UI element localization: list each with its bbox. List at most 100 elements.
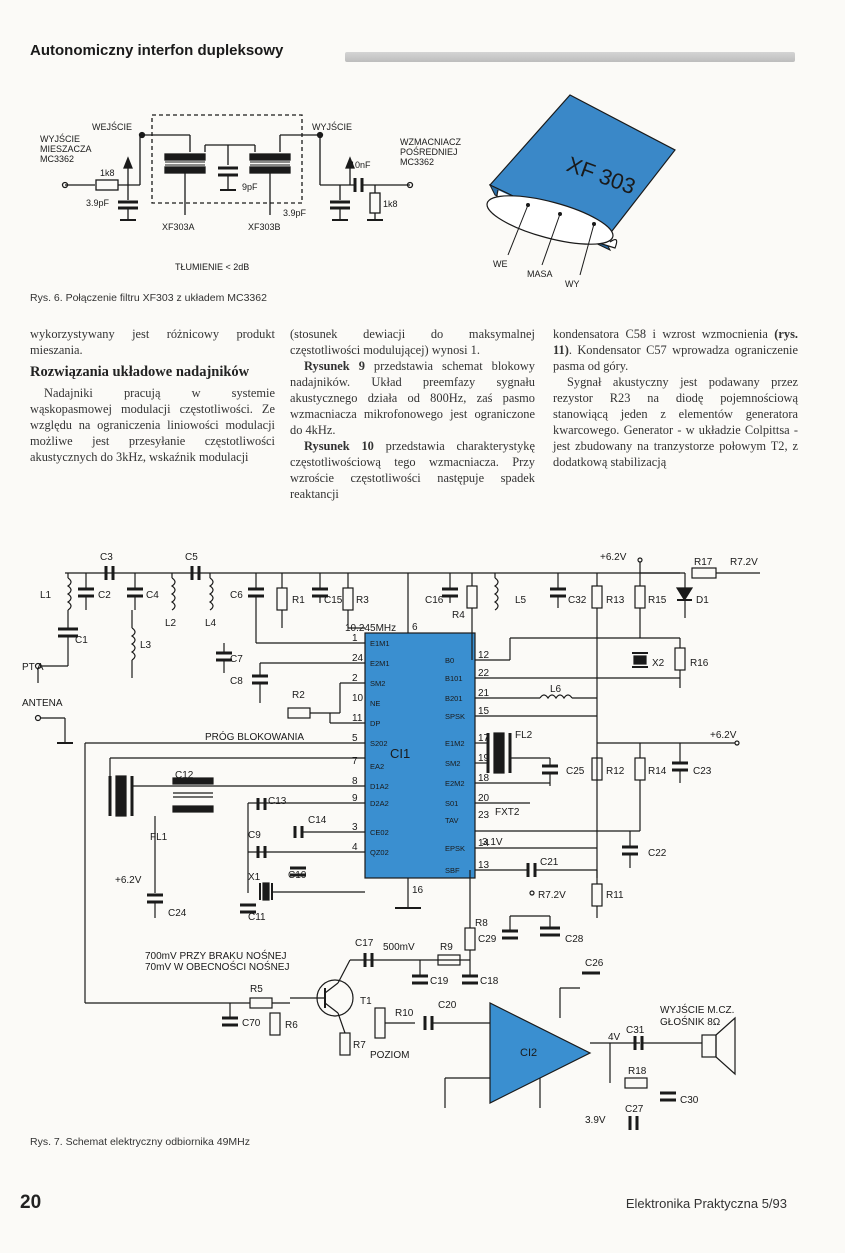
label-C10: C10 <box>288 870 307 881</box>
label-v39: 3.9V <box>585 1115 606 1126</box>
label-FL1: FL1 <box>150 832 168 843</box>
ci1-pin-number: 7 <box>352 756 358 767</box>
label-FL2: FL2 <box>515 730 533 741</box>
label-C22: C22 <box>648 848 667 859</box>
col3-paragraph-2: Sygnał akustyczny jest podawany przez re… <box>553 375 798 469</box>
label-X2: X2 <box>652 658 665 669</box>
label-R16: R16 <box>690 658 709 669</box>
ci1-pin-name: D2A2 <box>370 799 389 808</box>
fig6-if-amp-1: WZMACNIACZ <box>400 137 461 147</box>
ci1-pin-number: 8 <box>352 776 358 787</box>
col1-paragraph-1: wykorzystywany jest różnicowy produkt mi… <box>30 327 275 357</box>
label-C11: C11 <box>248 912 266 923</box>
label-R4: R4 <box>452 610 465 621</box>
ci1-pin-gnd: 16 <box>412 885 424 896</box>
fig6-atten: TŁUMIENIE < 2dB <box>175 262 249 272</box>
ci1-pin-number: 3 <box>352 822 358 833</box>
label-C3: C3 <box>100 552 113 563</box>
label-C24: C24 <box>168 908 187 919</box>
ci1-pin-number: 1 <box>352 633 358 644</box>
ci1-pin-name: CE02 <box>370 828 389 837</box>
fig6-c9p: 9pF <box>242 182 258 192</box>
label-v500: 500mV <box>383 942 415 953</box>
label-R15: R15 <box>648 595 667 606</box>
figure-6-schematic: WYJŚCIE MIESZACZA MC3362 WEJŚCIE WYJŚCIE… <box>40 94 676 289</box>
fig6-xf-a: XF303A <box>162 222 195 232</box>
label-C21: C21 <box>540 857 559 868</box>
label-L1: L1 <box>40 590 52 601</box>
ci1-pin-number: 20 <box>478 793 490 804</box>
col2-paragraph-1: (stosunek dewiacji do maksymalnej często… <box>290 327 535 357</box>
label-R18: R18 <box>628 1066 647 1077</box>
label-note2: 70mV W OBECNOŚCI NOŚNEJ <box>145 960 289 973</box>
label-C14: C14 <box>308 815 327 826</box>
article-title: Autonomiczny interfon dupleksowy <box>30 42 284 59</box>
label-R8: R8 <box>475 918 488 929</box>
header-bar <box>345 52 795 62</box>
label-C8: C8 <box>230 676 243 687</box>
col3-paragraph-1a: kondensatora C58 i wzrost wzmocnienia <box>553 327 775 341</box>
label-C29: C29 <box>478 934 497 945</box>
ci1-pin-name: TAV <box>445 816 458 825</box>
label-v4: 4V <box>608 1032 621 1043</box>
ci1-pin-number: 4 <box>352 842 358 853</box>
label-threshold: PRÓG BLOKOWANIA <box>205 730 304 743</box>
label-v31: 3.1V <box>482 837 503 848</box>
label-R17: R17 <box>694 557 713 568</box>
col3-paragraph-1b: . Kondensator C57 wprowadza ograniczenie… <box>553 343 798 373</box>
ci1-pin-name: SM2 <box>445 759 460 768</box>
ci1-pin-number: 19 <box>478 753 490 764</box>
label-R2: R2 <box>292 690 305 701</box>
label-R1: R1 <box>292 595 305 606</box>
label-L5: L5 <box>515 595 527 606</box>
label-D1: D1 <box>696 595 709 606</box>
fig6-output: WYJŚCIE <box>312 121 352 132</box>
ci1-pin-number: 2 <box>352 673 358 684</box>
label-C17: C17 <box>355 938 374 949</box>
ci1-pin-number: 9 <box>352 793 358 804</box>
label-C6: C6 <box>230 590 243 601</box>
fig6-mixer-out-1: WYJŚCIE <box>40 133 80 144</box>
ci1-pin-name: E1M1 <box>370 639 390 648</box>
fig6-pin-we: WE <box>493 259 508 269</box>
label-R11: R11 <box>606 890 624 901</box>
label-out2: GŁOŚNIK 8Ω <box>660 1015 721 1028</box>
fig6-c3p9-a: 3.9pF <box>86 198 110 208</box>
fig6-pin-wy: WY <box>565 279 580 289</box>
ci1-pin-name: S01 <box>445 799 458 808</box>
ci1-pin-name: EPSK <box>445 844 465 853</box>
label-C18: C18 <box>480 976 499 987</box>
ci1-pin-number: 22 <box>478 668 490 679</box>
label-C25: C25 <box>566 766 585 777</box>
ci1-pin-name: B101 <box>445 674 463 683</box>
label-C27: C27 <box>625 1104 644 1115</box>
figure-7-schematic: 1E1M124E2M12SM210NE11DP5S2027EA28D1A29D2… <box>22 552 760 1130</box>
ci1-pin-number: 13 <box>478 860 490 871</box>
col2-paragraph-2: przedstawia schemat blokowy nadajników. … <box>290 359 535 437</box>
fig6-xf-b: XF303B <box>248 222 281 232</box>
label-L4: L4 <box>205 618 217 629</box>
label-C26: C26 <box>585 958 604 969</box>
label-C23: C23 <box>693 766 712 777</box>
label-R13: R13 <box>606 595 625 606</box>
col1-heading: Rozwiązania układowe nadajników <box>30 364 250 380</box>
fig6-if-amp-3: MC3362 <box>400 157 434 167</box>
label-L6: L6 <box>550 684 562 695</box>
text-column-2: (stosunek dewiacji do maksymalnej często… <box>290 326 535 502</box>
label-C2: C2 <box>98 590 111 601</box>
fig6-if-amp-2: POŚREDNIEJ <box>400 146 458 157</box>
ci1-pin-number: 11 <box>352 713 363 724</box>
label-R14: R14 <box>648 766 667 777</box>
label-R7V2: R7.2V <box>730 557 758 568</box>
text-column-3: kondensatora C58 i wzrost wzmocnienia (r… <box>553 326 798 470</box>
label-L3: L3 <box>140 640 152 651</box>
label-R7V2b: R7.2V <box>538 890 566 901</box>
fig6-c3p9-b: 3.9pF <box>283 208 307 218</box>
label-R3: R3 <box>356 595 369 606</box>
label-L2: L2 <box>165 618 177 629</box>
label-R9: R9 <box>440 942 453 953</box>
label-C28: C28 <box>565 934 584 945</box>
ci1-pin-name: E1M2 <box>445 739 465 748</box>
label-antenna: ANTENA <box>22 698 63 709</box>
ci1-pin-number: 14 <box>478 838 490 849</box>
